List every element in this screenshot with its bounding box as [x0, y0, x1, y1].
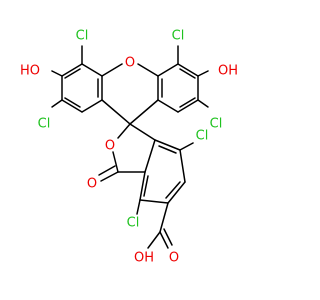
- bond: [61, 99, 83, 113]
- bond: [61, 63, 83, 77]
- chlorine-label: Cl: [76, 29, 89, 44]
- bond: [101, 99, 131, 125]
- bond: [197, 99, 209, 108]
- bond: [179, 97, 196, 108]
- bond: [81, 63, 103, 77]
- chlorine-label: Cl: [210, 117, 223, 132]
- chlorine-label: Cl: [38, 117, 51, 132]
- bond: [143, 175, 149, 197]
- bond: [147, 231, 161, 249]
- bond: [159, 231, 169, 249]
- bond: [179, 149, 186, 183]
- oxygen-label: O: [87, 177, 97, 192]
- bond: [177, 99, 199, 113]
- bond: [177, 63, 199, 77]
- chlorine-label: Cl: [127, 216, 140, 231]
- bond: [144, 139, 156, 173]
- bond: [81, 99, 103, 113]
- structure-canvas: Cl Cl Cl Cl Cl Cl HO OH O O O OH O: [19, 28, 239, 266]
- bond: [117, 123, 131, 139]
- chlorine-label: Cl: [172, 29, 185, 44]
- bond: [165, 181, 181, 199]
- bond: [157, 63, 179, 77]
- bond: [197, 70, 209, 77]
- oxygen-label: O: [169, 251, 179, 266]
- bond: [51, 70, 63, 77]
- oxygen-label: O: [105, 139, 115, 154]
- bond: [112, 151, 119, 173]
- hydroxyl-label: OH: [134, 251, 154, 266]
- bond: [139, 171, 146, 201]
- bond: [139, 199, 169, 204]
- bond: [136, 199, 141, 215]
- bond: [179, 68, 196, 79]
- chlorine-label: Cl: [196, 129, 209, 144]
- bond: [157, 99, 179, 113]
- bond: [158, 145, 177, 154]
- molecule-drawing: Cl Cl Cl Cl Cl Cl HO OH O O O OH O: [20, 29, 238, 266]
- bonds: [51, 45, 209, 249]
- bond: [159, 202, 169, 233]
- bond: [129, 123, 156, 141]
- bond: [101, 63, 123, 77]
- oxygen-label: O: [125, 56, 135, 71]
- bond: [137, 63, 159, 77]
- bond: [167, 181, 186, 204]
- bond: [100, 171, 119, 182]
- bond: [154, 139, 181, 151]
- bond: [98, 165, 116, 176]
- bond: [51, 99, 63, 108]
- bond: [64, 97, 81, 108]
- bond: [129, 99, 159, 125]
- hydroxyl-label: OH: [218, 64, 238, 79]
- bond: [64, 68, 81, 79]
- hydroxyl-label: HO: [20, 64, 40, 79]
- bond: [163, 228, 173, 246]
- bond: [179, 142, 194, 151]
- atom-labels: Cl Cl Cl Cl Cl Cl HO OH O O O OH O: [20, 29, 238, 266]
